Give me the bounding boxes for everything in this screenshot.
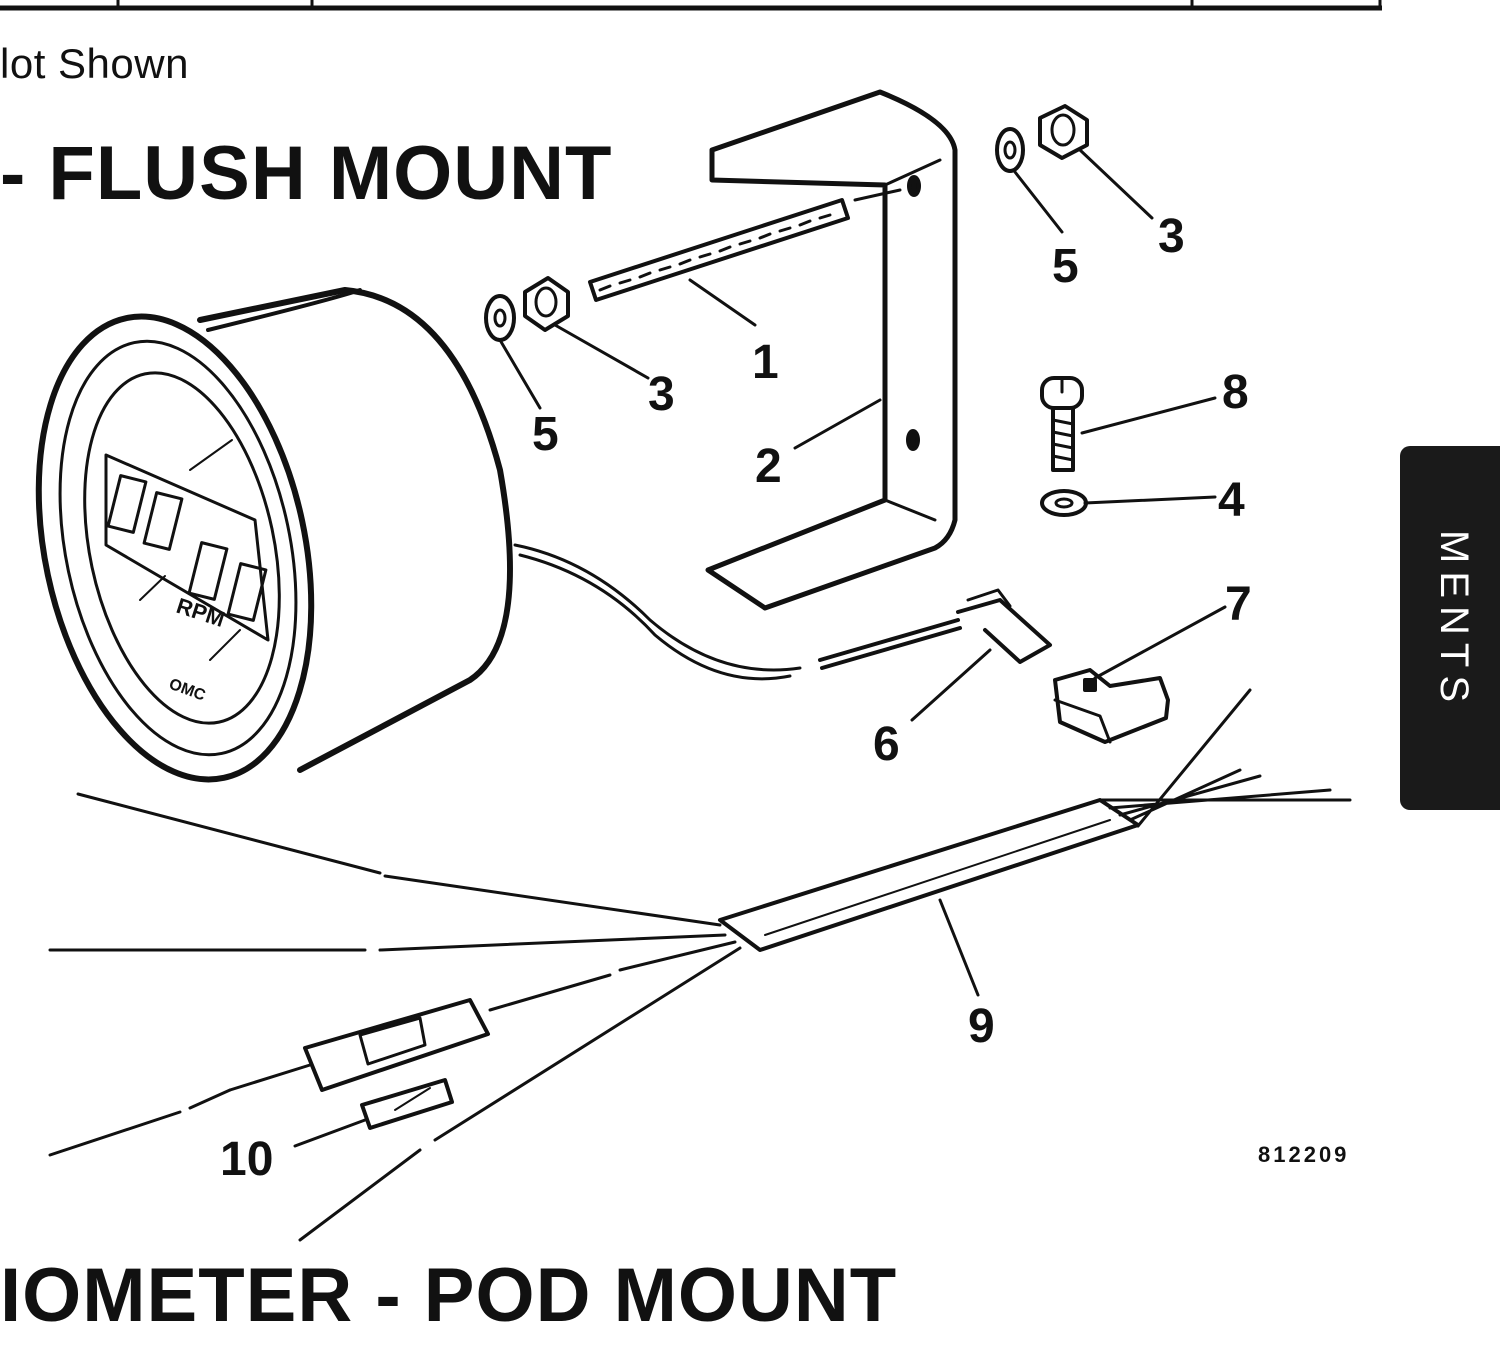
table-bottom-edge xyxy=(0,0,1382,11)
heading-pod-mount: IOMETER - POD MOUNT xyxy=(0,1253,898,1338)
callout-8: 8 xyxy=(1222,366,1249,419)
fuse-part-10 xyxy=(360,1078,454,1130)
figure-code: 812209 xyxy=(1258,1142,1350,1167)
stud-part-1 xyxy=(588,198,850,302)
leader-lines xyxy=(293,148,1227,1148)
callout-5a: 5 xyxy=(532,408,559,461)
screw-part-8 xyxy=(1040,376,1084,472)
heading-flush-mount: - FLUSH MOUNT xyxy=(0,131,613,216)
tachometer-gauge xyxy=(35,287,802,783)
wiring-harness-part-9 xyxy=(48,688,1352,1242)
callout-7: 7 xyxy=(1225,578,1252,631)
callout-6: 6 xyxy=(873,718,900,771)
section-tab[interactable] xyxy=(1400,446,1500,810)
callout-9: 9 xyxy=(968,1000,995,1053)
section-tab-label: MENTS xyxy=(1432,530,1476,710)
lockwasher-part-5b xyxy=(995,127,1025,173)
boot-part-7 xyxy=(1053,668,1170,744)
dial-unit-label: RPM xyxy=(173,593,227,632)
callout-10: 10 xyxy=(220,1133,273,1186)
not-shown-note: lot Shown xyxy=(0,40,189,87)
nut-part-3a xyxy=(523,276,570,332)
callout-4: 4 xyxy=(1218,474,1245,527)
dial-brand-label: OMC xyxy=(167,676,208,705)
callout-3a: 3 xyxy=(648,368,675,421)
lockwasher-part-5a xyxy=(484,294,516,342)
nut-part-3b xyxy=(1038,104,1089,160)
terminal-part-6 xyxy=(818,588,1052,670)
callout-1: 1 xyxy=(752,336,779,389)
bracket-part-2 xyxy=(705,89,958,611)
callout-5b: 5 xyxy=(1052,240,1079,293)
washer-part-4 xyxy=(1040,489,1088,517)
callout-3b: 3 xyxy=(1158,210,1185,263)
callout-2: 2 xyxy=(755,440,782,493)
